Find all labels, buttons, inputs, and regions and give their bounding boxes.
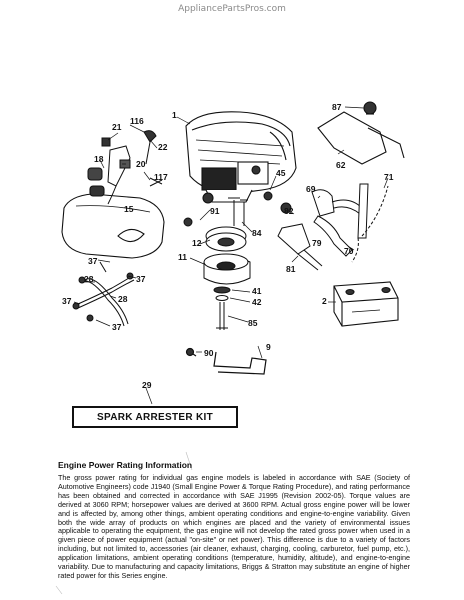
label-82: 82 — [284, 206, 294, 216]
label-20: 20 — [136, 159, 146, 169]
watermark: AppliancePartsPros.com — [178, 4, 286, 14]
label-22: 22 — [158, 142, 168, 152]
label-69: 69 — [306, 184, 316, 194]
label-9: 9 — [266, 342, 271, 352]
label-37-b: 37 — [136, 274, 146, 284]
label-28-a: 28 — [84, 274, 94, 284]
label-84: 84 — [252, 228, 262, 238]
label-81: 81 — [286, 264, 296, 274]
info-title: Engine Power Rating Information — [58, 460, 193, 470]
label-28-b: 28 — [118, 294, 128, 304]
label-117: 117 — [154, 172, 168, 182]
label-45: 45 — [276, 168, 286, 178]
label-21: 21 — [112, 122, 122, 132]
exhaust-pipes — [311, 183, 389, 263]
mounting-bracket — [185, 347, 267, 375]
heat-shield — [317, 101, 405, 165]
label-79: 79 — [312, 238, 322, 248]
label-90: 90 — [204, 348, 214, 358]
engine-block — [185, 111, 297, 204]
leader-lines — [73, 106, 389, 405]
label-15: 15 — [124, 204, 134, 214]
muffler — [333, 281, 399, 327]
label-11: 11 — [178, 252, 187, 262]
label-87: 87 — [332, 102, 342, 112]
info-body: The gross power rating for individual ga… — [58, 473, 410, 580]
label-12: 12 — [192, 238, 202, 248]
spark-arrester-kit-label: SPARK ARRESTER KIT — [72, 406, 238, 428]
label-1: 1 — [172, 110, 177, 120]
label-41: 41 — [252, 286, 262, 296]
label-29: 29 — [142, 380, 152, 390]
label-85: 85 — [248, 318, 258, 328]
engine-bolts — [228, 197, 248, 226]
label-71: 71 — [384, 172, 394, 182]
label-37-c: 37 — [62, 296, 72, 306]
label-116: 116 — [130, 116, 144, 126]
clutch-assembly — [183, 191, 273, 330]
label-62: 62 — [336, 160, 346, 170]
label-18: 18 — [94, 154, 104, 164]
part-labels: 1 87 116 21 22 62 18 20 117 45 71 69 15 … — [62, 102, 394, 390]
scan-marks — [55, 451, 193, 595]
fuel-lines — [72, 261, 135, 327]
label-37-d: 37 — [112, 322, 122, 332]
fuel-tank — [61, 185, 165, 259]
label-2: 2 — [322, 296, 327, 306]
label-91: 91 — [210, 206, 220, 216]
label-70: 70 — [344, 246, 354, 256]
label-42: 42 — [252, 297, 262, 307]
label-37-a: 37 — [88, 256, 98, 266]
